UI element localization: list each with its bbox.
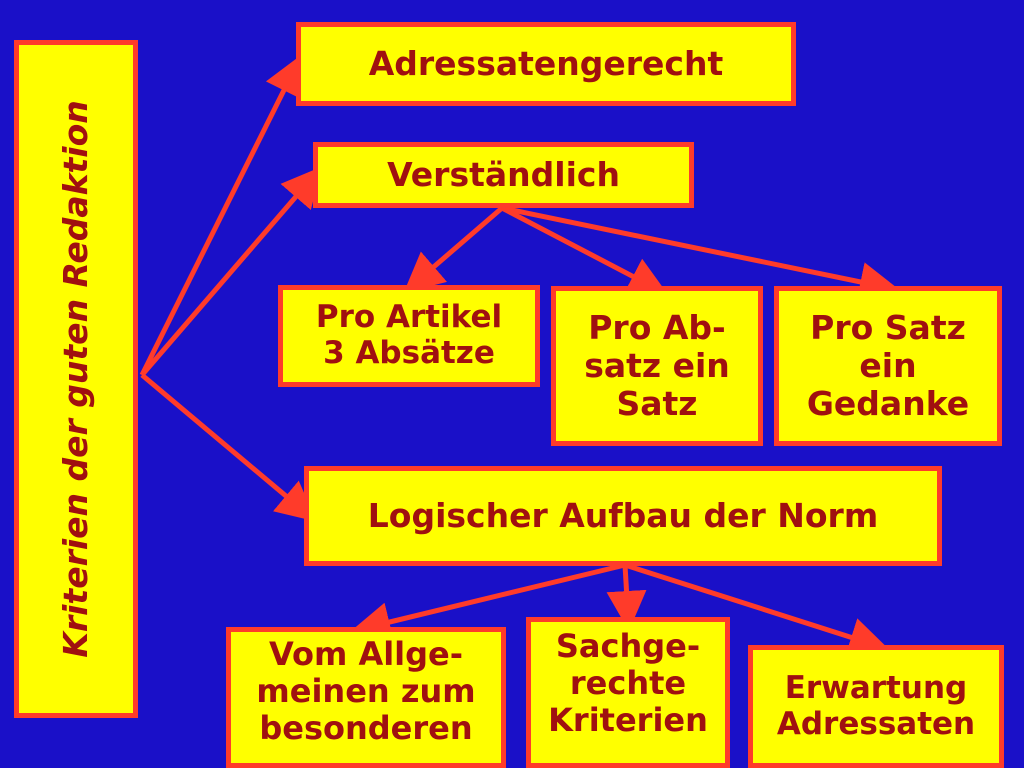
root-box: Kriterien der guten Redaktion [14, 40, 138, 718]
arrow-root-to-logischer-aufbau [140, 373, 317, 522]
arrow-verstaendlich-to-pro-absatz [500, 205, 669, 295]
node-pro-absatz-line1: Pro Ab- [588, 308, 726, 348]
node-sachgerechte: Sachge- rechte Kriterien [526, 617, 730, 768]
node-erwartung-line1: Erwartung [784, 669, 968, 706]
arrow-root-to-adressatengerecht [139, 54, 302, 377]
node-erwartung: Erwartung Adressaten [748, 645, 1004, 768]
node-erwartung-line2: Adressaten [776, 705, 976, 742]
node-vom-allgemeinen-line2: meinen zum [256, 671, 476, 710]
node-pro-absatz-line2: satz ein [584, 346, 730, 386]
node-pro-absatz-line3: Satz [616, 383, 698, 423]
node-pro-satz-line1: Pro Satz [810, 308, 966, 348]
arrow-logisch-to-erwartung [624, 562, 890, 657]
node-pro-artikel-line2: 3 Absätze [323, 335, 495, 371]
arrow-verstaendlich-to-pro-satz [501, 205, 900, 302]
node-sachgerechte-line2: rechte [569, 663, 687, 702]
arrow-logisch-to-sachgerechte [606, 564, 647, 631]
node-vom-allgemeinen-line1: Vom Allge- [268, 635, 464, 673]
node-adressatengerecht: Adressatengerecht [296, 22, 796, 106]
node-sachgerechte-line1: Sachge- [555, 627, 701, 665]
arrow-root-to-verstaendlich [140, 166, 322, 377]
arrow-logisch-to-vom-allgemeinen [350, 562, 626, 642]
node-logischer-aufbau: Logischer Aufbau der Norm [304, 466, 942, 566]
node-sachgerechte-line3: Kriterien [548, 700, 708, 739]
node-pro-satz-line3: Gedanke [806, 383, 970, 423]
node-vom-allgemeinen: Vom Allge- meinen zum besonderen [226, 627, 506, 768]
node-verstaendlich: Verständlich [313, 142, 694, 208]
node-pro-artikel-line1: Pro Artikel [315, 299, 503, 336]
node-pro-satz-line2: ein [859, 346, 917, 386]
node-logischer-aufbau-label: Logischer Aufbau der Norm [367, 496, 879, 536]
node-vom-allgemeinen-line3: besonderen [259, 708, 473, 747]
node-verstaendlich-label: Verständlich [387, 155, 620, 195]
arrow-verstaendlich-to-pro-artikel [403, 206, 504, 293]
node-pro-absatz: Pro Ab- satz ein Satz [551, 286, 763, 446]
node-pro-satz: Pro Satz ein Gedanke [774, 286, 1002, 446]
root-label: Kriterien der guten Redaktion [56, 100, 96, 658]
node-adressatengerecht-label: Adressatengerecht [368, 44, 724, 84]
node-pro-artikel: Pro Artikel 3 Absätze [278, 285, 540, 387]
